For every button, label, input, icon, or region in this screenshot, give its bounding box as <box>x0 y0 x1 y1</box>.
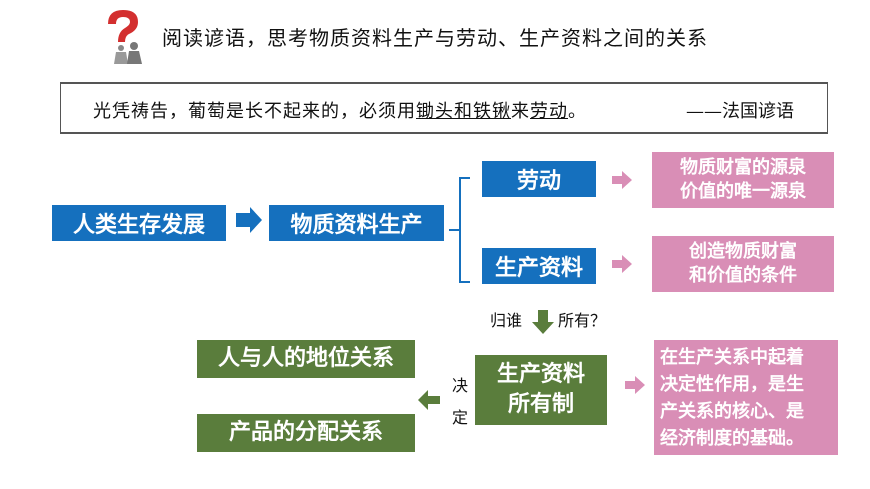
page-title: 阅读谚语，思考物质资料生产与劳动、生产资料之间的关系 <box>162 26 708 50</box>
question-mark-person-icon <box>100 6 146 66</box>
decide-char-1: 决 <box>452 376 469 395</box>
quote-underlined-labor: 劳动 <box>530 101 568 122</box>
box-labor: 劳动 <box>482 161 596 197</box>
ownership-line-2: 所有制 <box>507 392 574 417</box>
ownership-desc-line-4: 经济制度的基础。 <box>660 428 804 449</box>
box-means-of-production: 生产资料 <box>482 248 596 284</box>
arrow-pink-1 <box>612 171 632 189</box>
labor-desc-line-2: 价值的唯一源泉 <box>680 181 806 202</box>
box-ownership-desc: 在生产关系中起着 决定性作用，是生 产关系的核心、是 经济制度的基础。 <box>654 340 838 455</box>
box-means-desc: 创造物质财富 和价值的条件 <box>652 236 834 292</box>
box-relation-distribution: 产品的分配关系 <box>197 414 415 452</box>
labor-desc-line-1: 物质财富的源泉 <box>680 157 806 178</box>
box-material-production: 物质资料生产 <box>269 205 444 241</box>
quote-part-3: 。 <box>568 101 587 122</box>
quote-box <box>60 82 828 134</box>
arrow-pink-3 <box>625 376 645 394</box>
ownership-desc-line-1: 在生产关系中起着 <box>660 347 804 368</box>
box-relation-people: 人与人的地位关系 <box>197 340 415 378</box>
ownership-desc-line-2: 决定性作用，是生 <box>660 374 804 395</box>
quote-part-1: 光凭祷告，葡萄是长不起来的，必须用 <box>93 101 416 122</box>
quote-underlined-tools: 锄头和铁锹 <box>416 101 511 122</box>
ownership-desc-line-3: 产关系的核心、是 <box>660 401 804 422</box>
arrow-down <box>532 310 554 334</box>
quote-text: 光凭祷告，葡萄是长不起来的，必须用锄头和铁锹来劳动。 <box>93 97 587 123</box>
box-labor-desc: 物质财富的源泉 价值的唯一源泉 <box>652 152 834 208</box>
means-desc-line-2: 和价值的条件 <box>689 265 797 286</box>
quote-part-2: 来 <box>511 101 530 122</box>
arrow-right-1 <box>236 207 262 233</box>
arrow-left <box>418 390 440 410</box>
decide-char-2: 定 <box>452 408 469 427</box>
belong-question-left: 归谁 <box>490 311 523 330</box>
means-desc-line-1: 创造物质财富 <box>689 241 797 262</box>
bracket <box>449 177 470 283</box>
box-human-survival: 人类生存发展 <box>52 205 226 241</box>
box-ownership: 生产资料 所有制 <box>475 355 607 425</box>
arrow-pink-2 <box>612 255 632 273</box>
ownership-line-1: 生产资料 <box>496 362 585 387</box>
quote-source: ——法国谚语 <box>686 101 794 122</box>
belong-question-right: 所有？ <box>558 311 607 330</box>
